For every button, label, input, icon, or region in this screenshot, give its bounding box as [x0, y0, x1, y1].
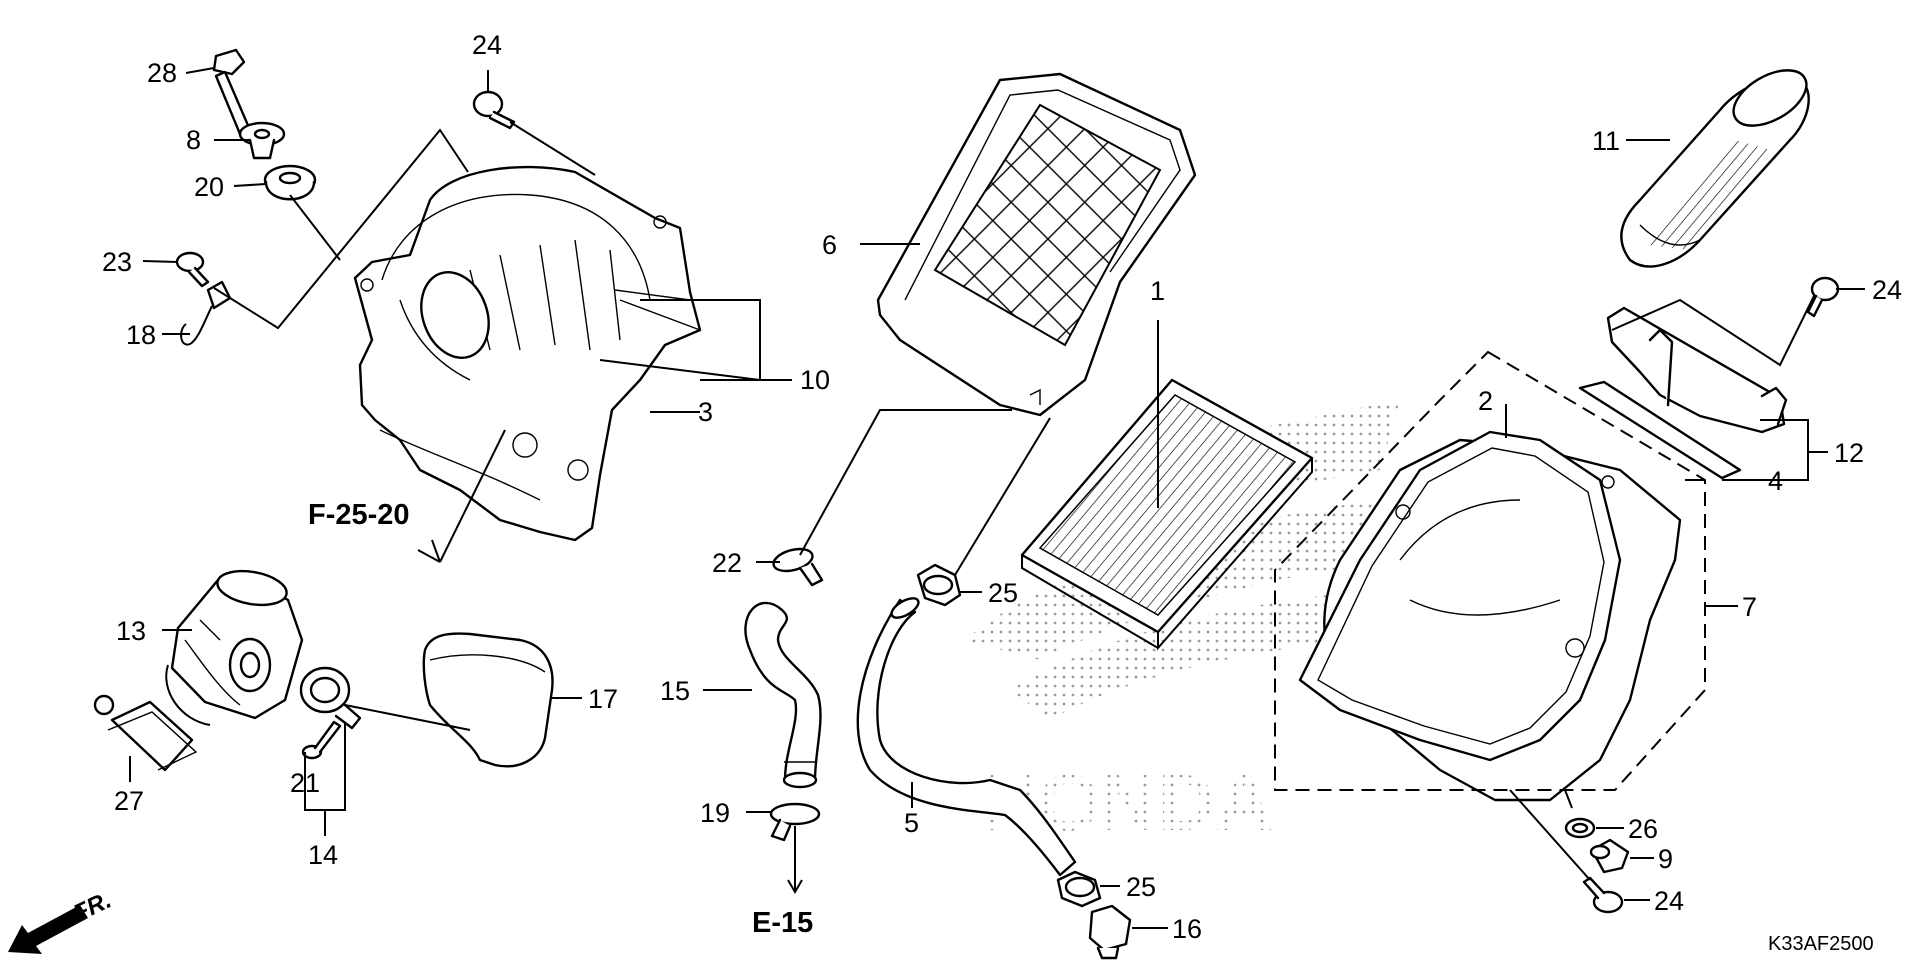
callout-28[interactable]: 28 — [147, 58, 177, 88]
part-11-intake-duct — [1620, 69, 1810, 268]
part-17-cover — [422, 632, 554, 768]
callout-24-top[interactable]: 24 — [472, 30, 502, 60]
reference-f-25-20[interactable]: F-25-20 — [308, 499, 410, 531]
part-13-connecting-tube — [165, 569, 304, 726]
callout-8[interactable]: 8 — [186, 125, 201, 155]
callout-24-right-lower[interactable]: 24 — [1654, 886, 1684, 916]
part-25-clamp-lower — [1056, 870, 1102, 908]
part-9-drain-plug — [1589, 838, 1630, 874]
callout-12[interactable]: 12 — [1834, 438, 1864, 468]
part-1-filter-element — [1020, 378, 1314, 651]
callout-19[interactable]: 19 — [700, 798, 730, 828]
part-12-lid — [1606, 306, 1788, 434]
part-3-housing-cover — [353, 165, 702, 542]
callout-6[interactable]: 6 — [822, 230, 837, 260]
part-25-clamp-upper — [916, 563, 962, 607]
part-19-clamp — [769, 802, 821, 842]
front-direction-arrow: FR. — [8, 887, 116, 954]
part-24-screw-right-lower — [1582, 876, 1624, 914]
part-24-screw-right-upper — [1806, 276, 1840, 318]
callout-25-upper[interactable]: 25 — [988, 578, 1018, 608]
part-22-clamp — [772, 547, 824, 587]
callout-22[interactable]: 22 — [712, 548, 742, 578]
leader-lines — [129, 67, 1865, 929]
callout-16[interactable]: 16 — [1172, 914, 1202, 944]
callout-17[interactable]: 17 — [588, 684, 618, 714]
callout-14[interactable]: 14 — [308, 840, 338, 870]
part-15-hose — [744, 601, 822, 789]
callout-numbers: 28 8 20 23 18 24 10 3 6 1 2 7 11 24 12 4… — [102, 30, 1902, 944]
diagram-code: K33AF2500 — [1768, 933, 1874, 955]
part-23-screw — [175, 251, 210, 288]
callout-15[interactable]: 15 — [660, 676, 690, 706]
callout-1[interactable]: 1 — [1150, 276, 1165, 306]
part-24-top-screw — [472, 90, 516, 130]
part-7-air-cleaner-case — [1298, 430, 1682, 802]
callout-10[interactable]: 10 — [800, 365, 830, 395]
case-assembly-dashed-outline — [1274, 350, 1706, 791]
part-18-clip — [180, 280, 232, 346]
part-26-o-ring — [1564, 817, 1596, 839]
part-14-clamp — [299, 666, 362, 730]
part-16-joint — [1088, 904, 1132, 960]
callout-3[interactable]: 3 — [698, 397, 713, 427]
callout-11[interactable]: 11 — [1592, 126, 1620, 156]
callout-26[interactable]: 26 — [1628, 814, 1658, 844]
callout-18[interactable]: 18 — [126, 320, 156, 350]
part-28-bolt — [212, 48, 252, 136]
callout-20[interactable]: 20 — [194, 172, 224, 202]
callout-4[interactable]: 4 — [1768, 466, 1783, 496]
callout-13[interactable]: 13 — [116, 616, 146, 646]
part-21-screw — [301, 720, 342, 760]
part-6-element-cover — [876, 72, 1197, 417]
callout-24-right-upper[interactable]: 24 — [1872, 275, 1902, 305]
part-8-collar — [238, 121, 286, 160]
callout-7[interactable]: 7 — [1742, 592, 1757, 622]
callout-21[interactable]: 21 — [290, 768, 320, 798]
part-20-grommet — [263, 164, 317, 201]
callout-9[interactable]: 9 — [1658, 844, 1673, 874]
callout-25-lower[interactable]: 25 — [1126, 872, 1156, 902]
part-5-hose — [856, 597, 1077, 877]
callout-23[interactable]: 23 — [102, 247, 132, 277]
reference-e-15[interactable]: E-15 — [752, 907, 813, 939]
callout-5[interactable]: 5 — [904, 808, 919, 838]
callout-27[interactable]: 27 — [114, 786, 144, 816]
callout-2[interactable]: 2 — [1478, 386, 1493, 416]
part-27-band — [93, 694, 198, 772]
part-4-seal — [1578, 380, 1742, 480]
